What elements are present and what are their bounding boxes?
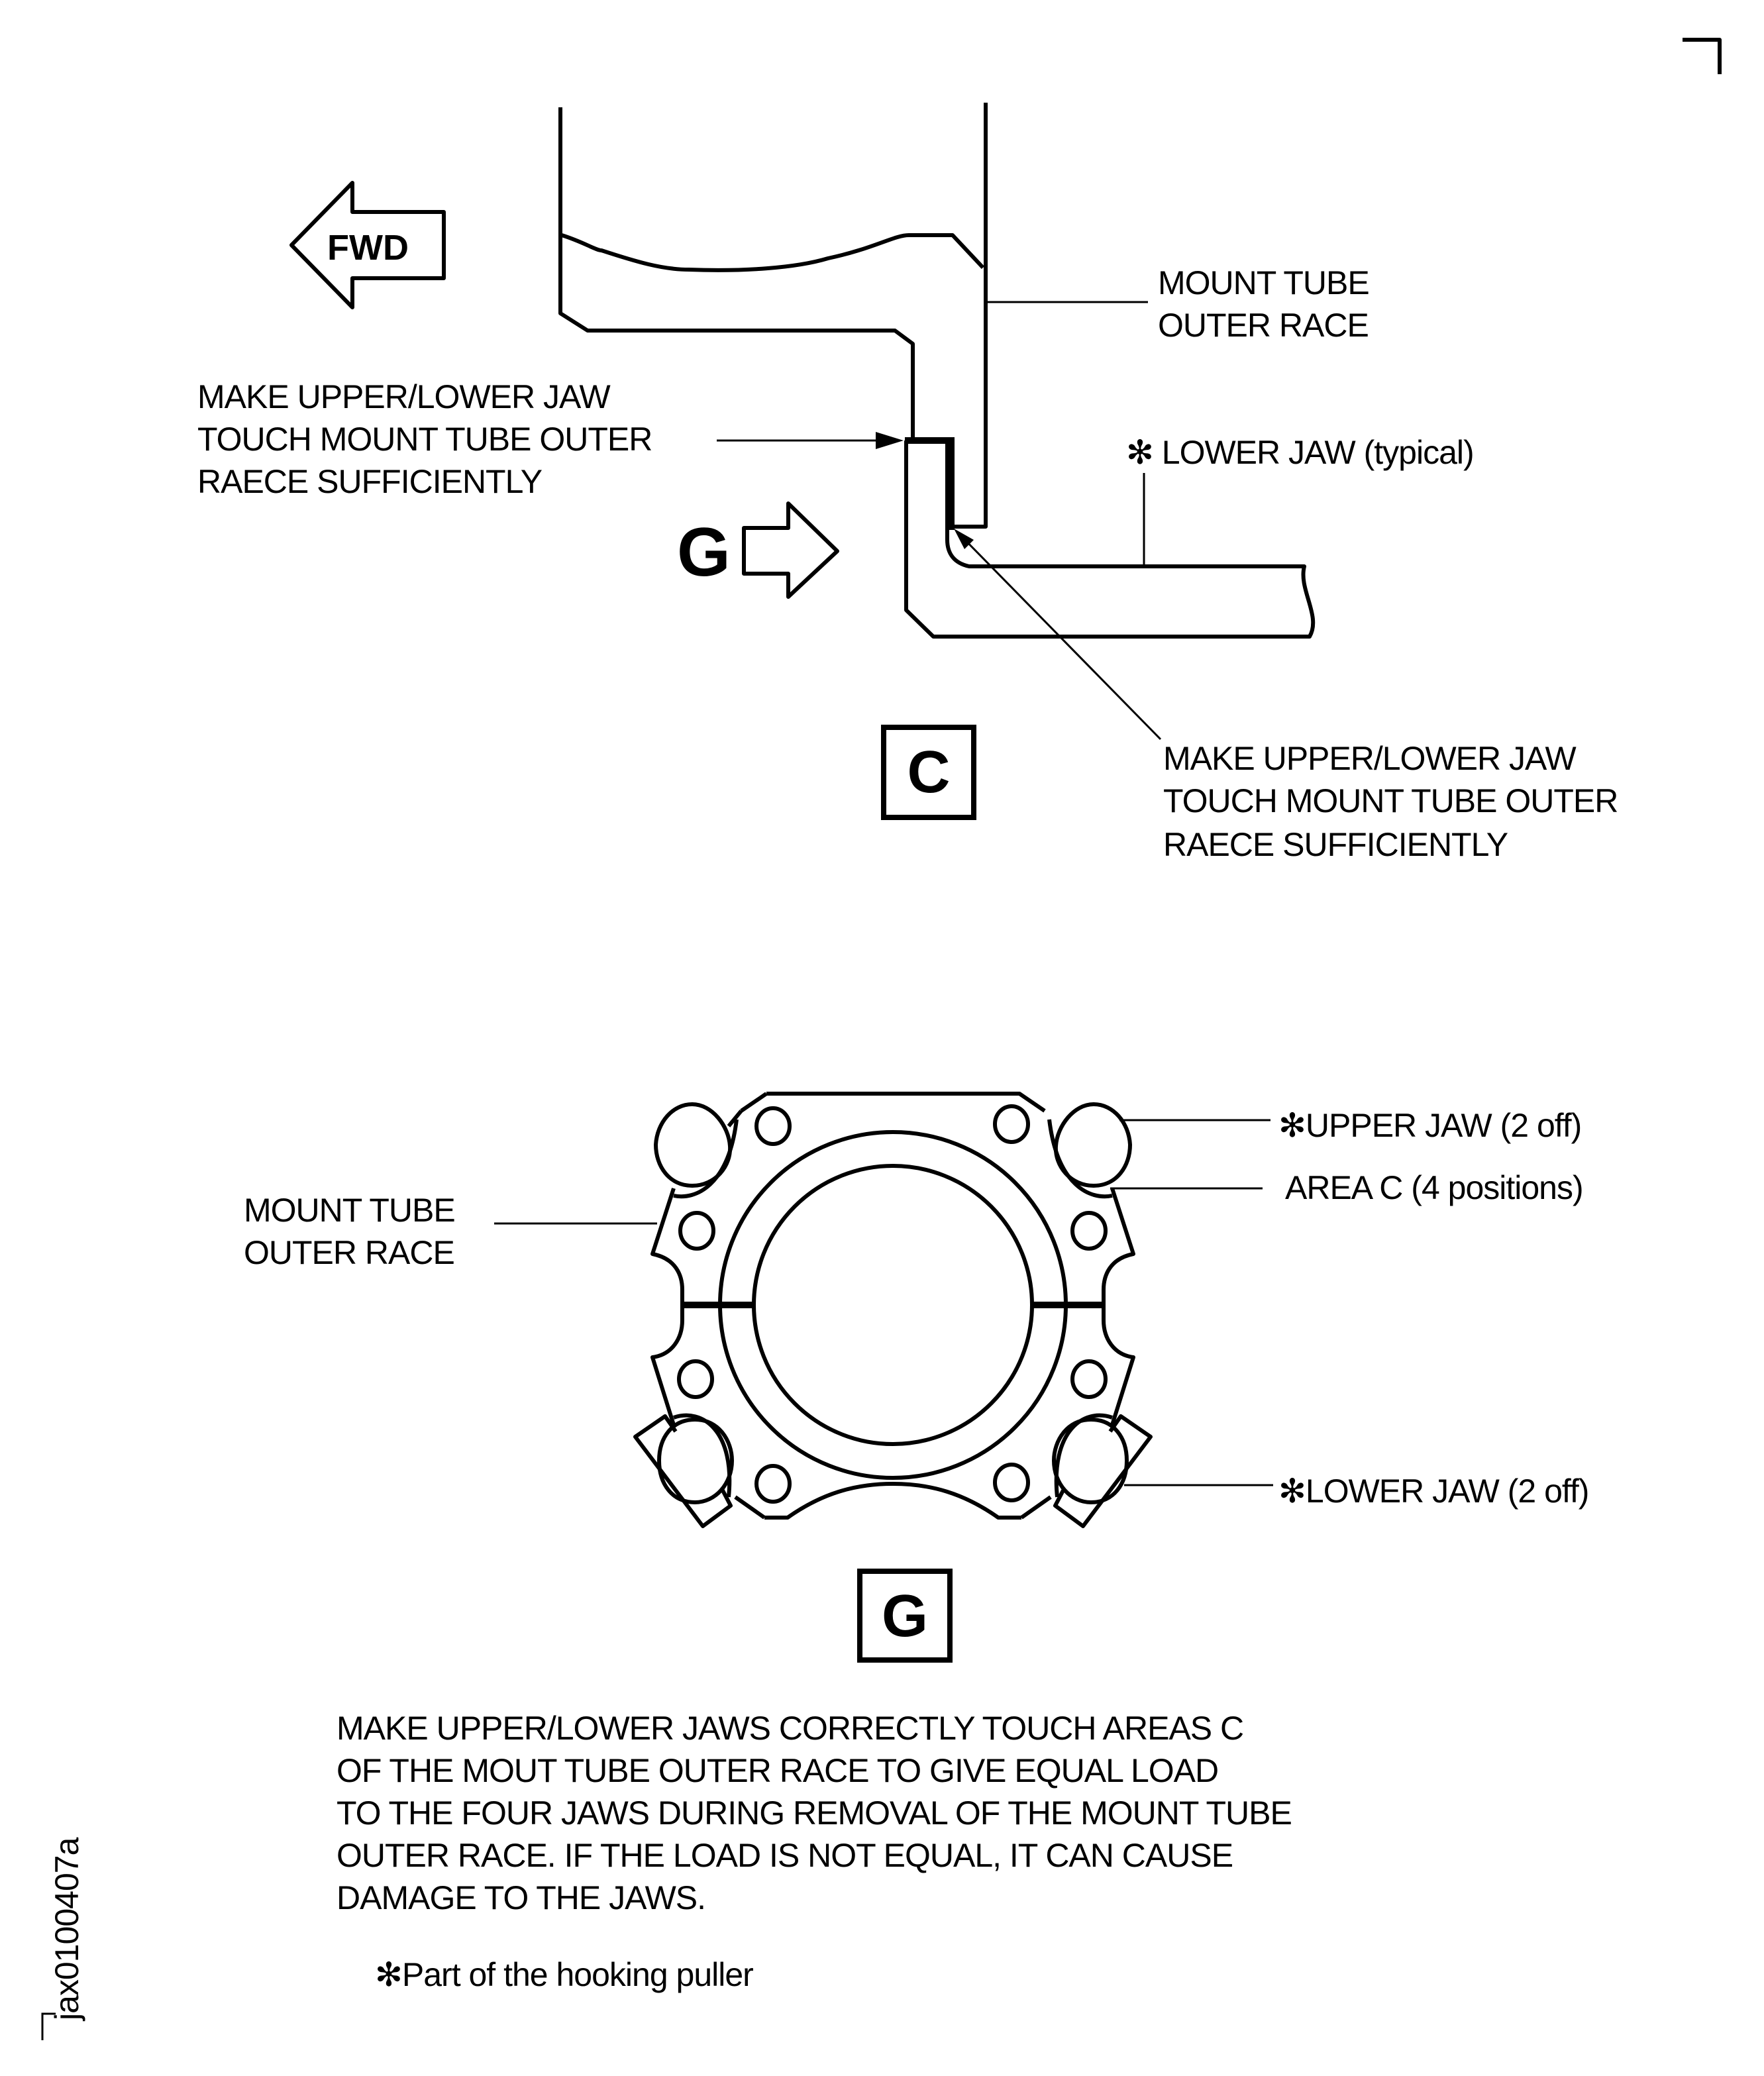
lower-jaw-label-c: ✻ LOWER JAW (typical) <box>1126 434 1474 471</box>
area-c-label: AREA C (4 positions) <box>1285 1169 1583 1206</box>
view-g-arrow: G <box>677 501 839 599</box>
figure-id: jax0100407a <box>48 1837 85 2022</box>
svg-text:OUTER RACE. IF THE LOAD IS NO: OUTER RACE. IF THE LOAD IS NOT EQUAL, IT… <box>337 1837 1233 1874</box>
upper-jaw-label: ✻UPPER JAW (2 off) <box>1278 1107 1581 1144</box>
svg-text:TOUCH MOUNT TUBE OUTER: TOUCH MOUNT TUBE OUTER <box>1163 782 1618 819</box>
leader-left-note <box>717 432 904 449</box>
svg-text:RAECE SUFFICIENTLY: RAECE SUFFICIENTLY <box>197 463 543 500</box>
svg-text:DAMAGE TO THE JAWS.: DAMAGE TO THE JAWS. <box>337 1879 705 1916</box>
svg-text:TOUCH MOUNT TUBE OUTER: TOUCH MOUNT TUBE OUTER <box>197 421 652 458</box>
view-c-label-box: C <box>881 725 976 820</box>
left-note: MAKE UPPER/LOWER JAW TOUCH MOUNT TUBE OU… <box>197 378 652 500</box>
mount-tube-label-g: MOUNT TUBE OUTER RACE <box>244 1192 456 1271</box>
view-g-label-box: G <box>857 1569 953 1663</box>
footnote: ✻Part of the hooking puller <box>375 1956 753 1993</box>
mount-tube-flange <box>650 1092 1135 1520</box>
view-arrow-label: G <box>677 514 731 591</box>
svg-text:OUTER RACE: OUTER RACE <box>244 1234 454 1271</box>
svg-text:MOUNT TUBE: MOUNT TUBE <box>1158 264 1369 301</box>
leader-right-note <box>954 529 1162 741</box>
corner-mark-bottom-left <box>41 2012 56 2040</box>
lower-jaw-label-g: ✻LOWER JAW (2 off) <box>1278 1473 1588 1510</box>
svg-text:RAECE SUFFICIENTLY: RAECE SUFFICIENTLY <box>1163 826 1508 863</box>
caution-note: MAKE UPPER/LOWER JAWS CORRECTLY TOUCH AR… <box>337 1710 1292 1916</box>
svg-text:TO THE FOUR JAWS DURING REMOVA: TO THE FOUR JAWS DURING REMOVAL OF THE M… <box>337 1794 1292 1832</box>
mount-tube-label-c: MOUNT TUBE OUTER RACE <box>1158 264 1370 344</box>
svg-text:OUTER RACE: OUTER RACE <box>1158 307 1369 344</box>
svg-text:G: G <box>882 1583 928 1649</box>
svg-text:C: C <box>908 739 951 805</box>
upper-jaw-left <box>654 1102 739 1199</box>
svg-text:MAKE UPPER/LOWER JAW: MAKE UPPER/LOWER JAW <box>197 378 611 415</box>
right-note: MAKE UPPER/LOWER JAW TOUCH MOUNT TUBE OU… <box>1163 740 1618 863</box>
bolt-holes <box>677 1104 1108 1504</box>
fwd-label: FWD <box>327 228 409 268</box>
lower-jaw-section <box>904 437 1316 639</box>
svg-text:OF THE MOUT TUBE OUTER RACE TO: OF THE MOUT TUBE OUTER RACE TO GIVE EQUA… <box>337 1752 1218 1789</box>
svg-text:MAKE UPPER/LOWER JAWS CORRECTL: MAKE UPPER/LOWER JAWS CORRECTLY TOUCH AR… <box>337 1710 1243 1747</box>
svg-text:MOUNT TUBE: MOUNT TUBE <box>244 1192 455 1229</box>
lower-jaw-right <box>1052 1413 1153 1528</box>
lower-jaw-left <box>633 1413 734 1528</box>
svg-text:MAKE UPPER/LOWER JAW: MAKE UPPER/LOWER JAW <box>1163 740 1577 777</box>
corner-mark-top-right <box>1683 38 1722 74</box>
upper-jaw-right <box>1047 1102 1132 1199</box>
mount-tube-section <box>558 103 988 529</box>
fwd-arrow: FWD <box>289 181 446 309</box>
